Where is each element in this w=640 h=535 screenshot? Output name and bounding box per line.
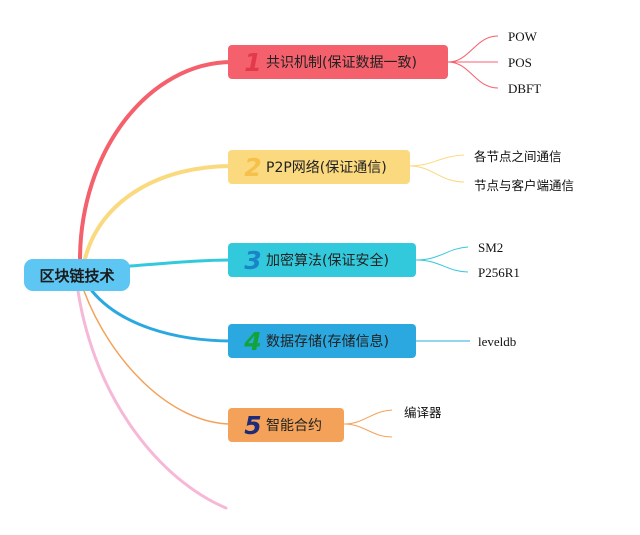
leaf-client-communication: 节点与客户端通信 bbox=[474, 178, 575, 193]
leaf-compiler: 编译器 bbox=[404, 405, 442, 420]
connector-root-branch-5 bbox=[83, 290, 233, 425]
leaf-pos: POS bbox=[508, 55, 532, 70]
leaf-connector-compiler bbox=[343, 409, 393, 425]
connector-root-branch-1 bbox=[78, 60, 234, 262]
leaf-connector-p256r1 bbox=[415, 259, 469, 273]
branch-label: P2P网络(保证通信) bbox=[266, 160, 387, 176]
branch-node-consensus[interactable]: 1 共识机制(保证数据一致) bbox=[228, 45, 448, 79]
leaf-sm2: SM2 bbox=[478, 240, 504, 255]
root-node[interactable]: 区块链技术 bbox=[24, 259, 130, 291]
branch-label: 加密算法(保证安全) bbox=[266, 253, 389, 269]
branch-number: 2 bbox=[244, 152, 262, 182]
leaf-connector-pow bbox=[447, 35, 499, 63]
branch-node-storage[interactable]: 4 数据存储(存储信息) bbox=[228, 324, 416, 358]
leaf-dbft: DBFT bbox=[508, 81, 542, 96]
leaf-connector-blank bbox=[343, 423, 393, 438]
connector-root-branch-2 bbox=[83, 164, 234, 261]
root-label: 区块链技术 bbox=[39, 266, 115, 285]
leaf-connector-sm2 bbox=[415, 246, 469, 261]
branch-label: 智能合约 bbox=[266, 418, 322, 434]
branch-label: 数据存储(存储信息) bbox=[266, 334, 389, 350]
branch-number: 4 bbox=[244, 326, 262, 356]
leaf-p256r1: P256R1 bbox=[478, 265, 520, 280]
branch-label: 共识机制(保证数据一致) bbox=[266, 55, 417, 71]
branch-node-smart-contract[interactable]: 5 智能合约 bbox=[228, 408, 344, 442]
branch-node-crypto[interactable]: 3 加密算法(保证安全) bbox=[228, 243, 416, 277]
leaf-connector-dbft bbox=[447, 61, 499, 89]
connector-root-branch-4 bbox=[90, 289, 234, 343]
leaf-connector-client bbox=[409, 165, 465, 183]
leaf-connector-peer bbox=[409, 154, 465, 167]
connector-root-branch-3 bbox=[128, 258, 234, 268]
branch-number: 5 bbox=[244, 410, 262, 440]
leaf-peer-communication: 各节点之间通信 bbox=[474, 149, 562, 164]
leaf-pow: POW bbox=[508, 29, 537, 44]
leaf-leveldb: leveldb bbox=[478, 334, 517, 349]
branch-node-p2p[interactable]: 2 P2P网络(保证通信) bbox=[228, 150, 410, 184]
branch-number: 1 bbox=[244, 47, 262, 77]
branch-number: 3 bbox=[244, 245, 262, 275]
connector-root-extra-branch bbox=[76, 289, 228, 510]
